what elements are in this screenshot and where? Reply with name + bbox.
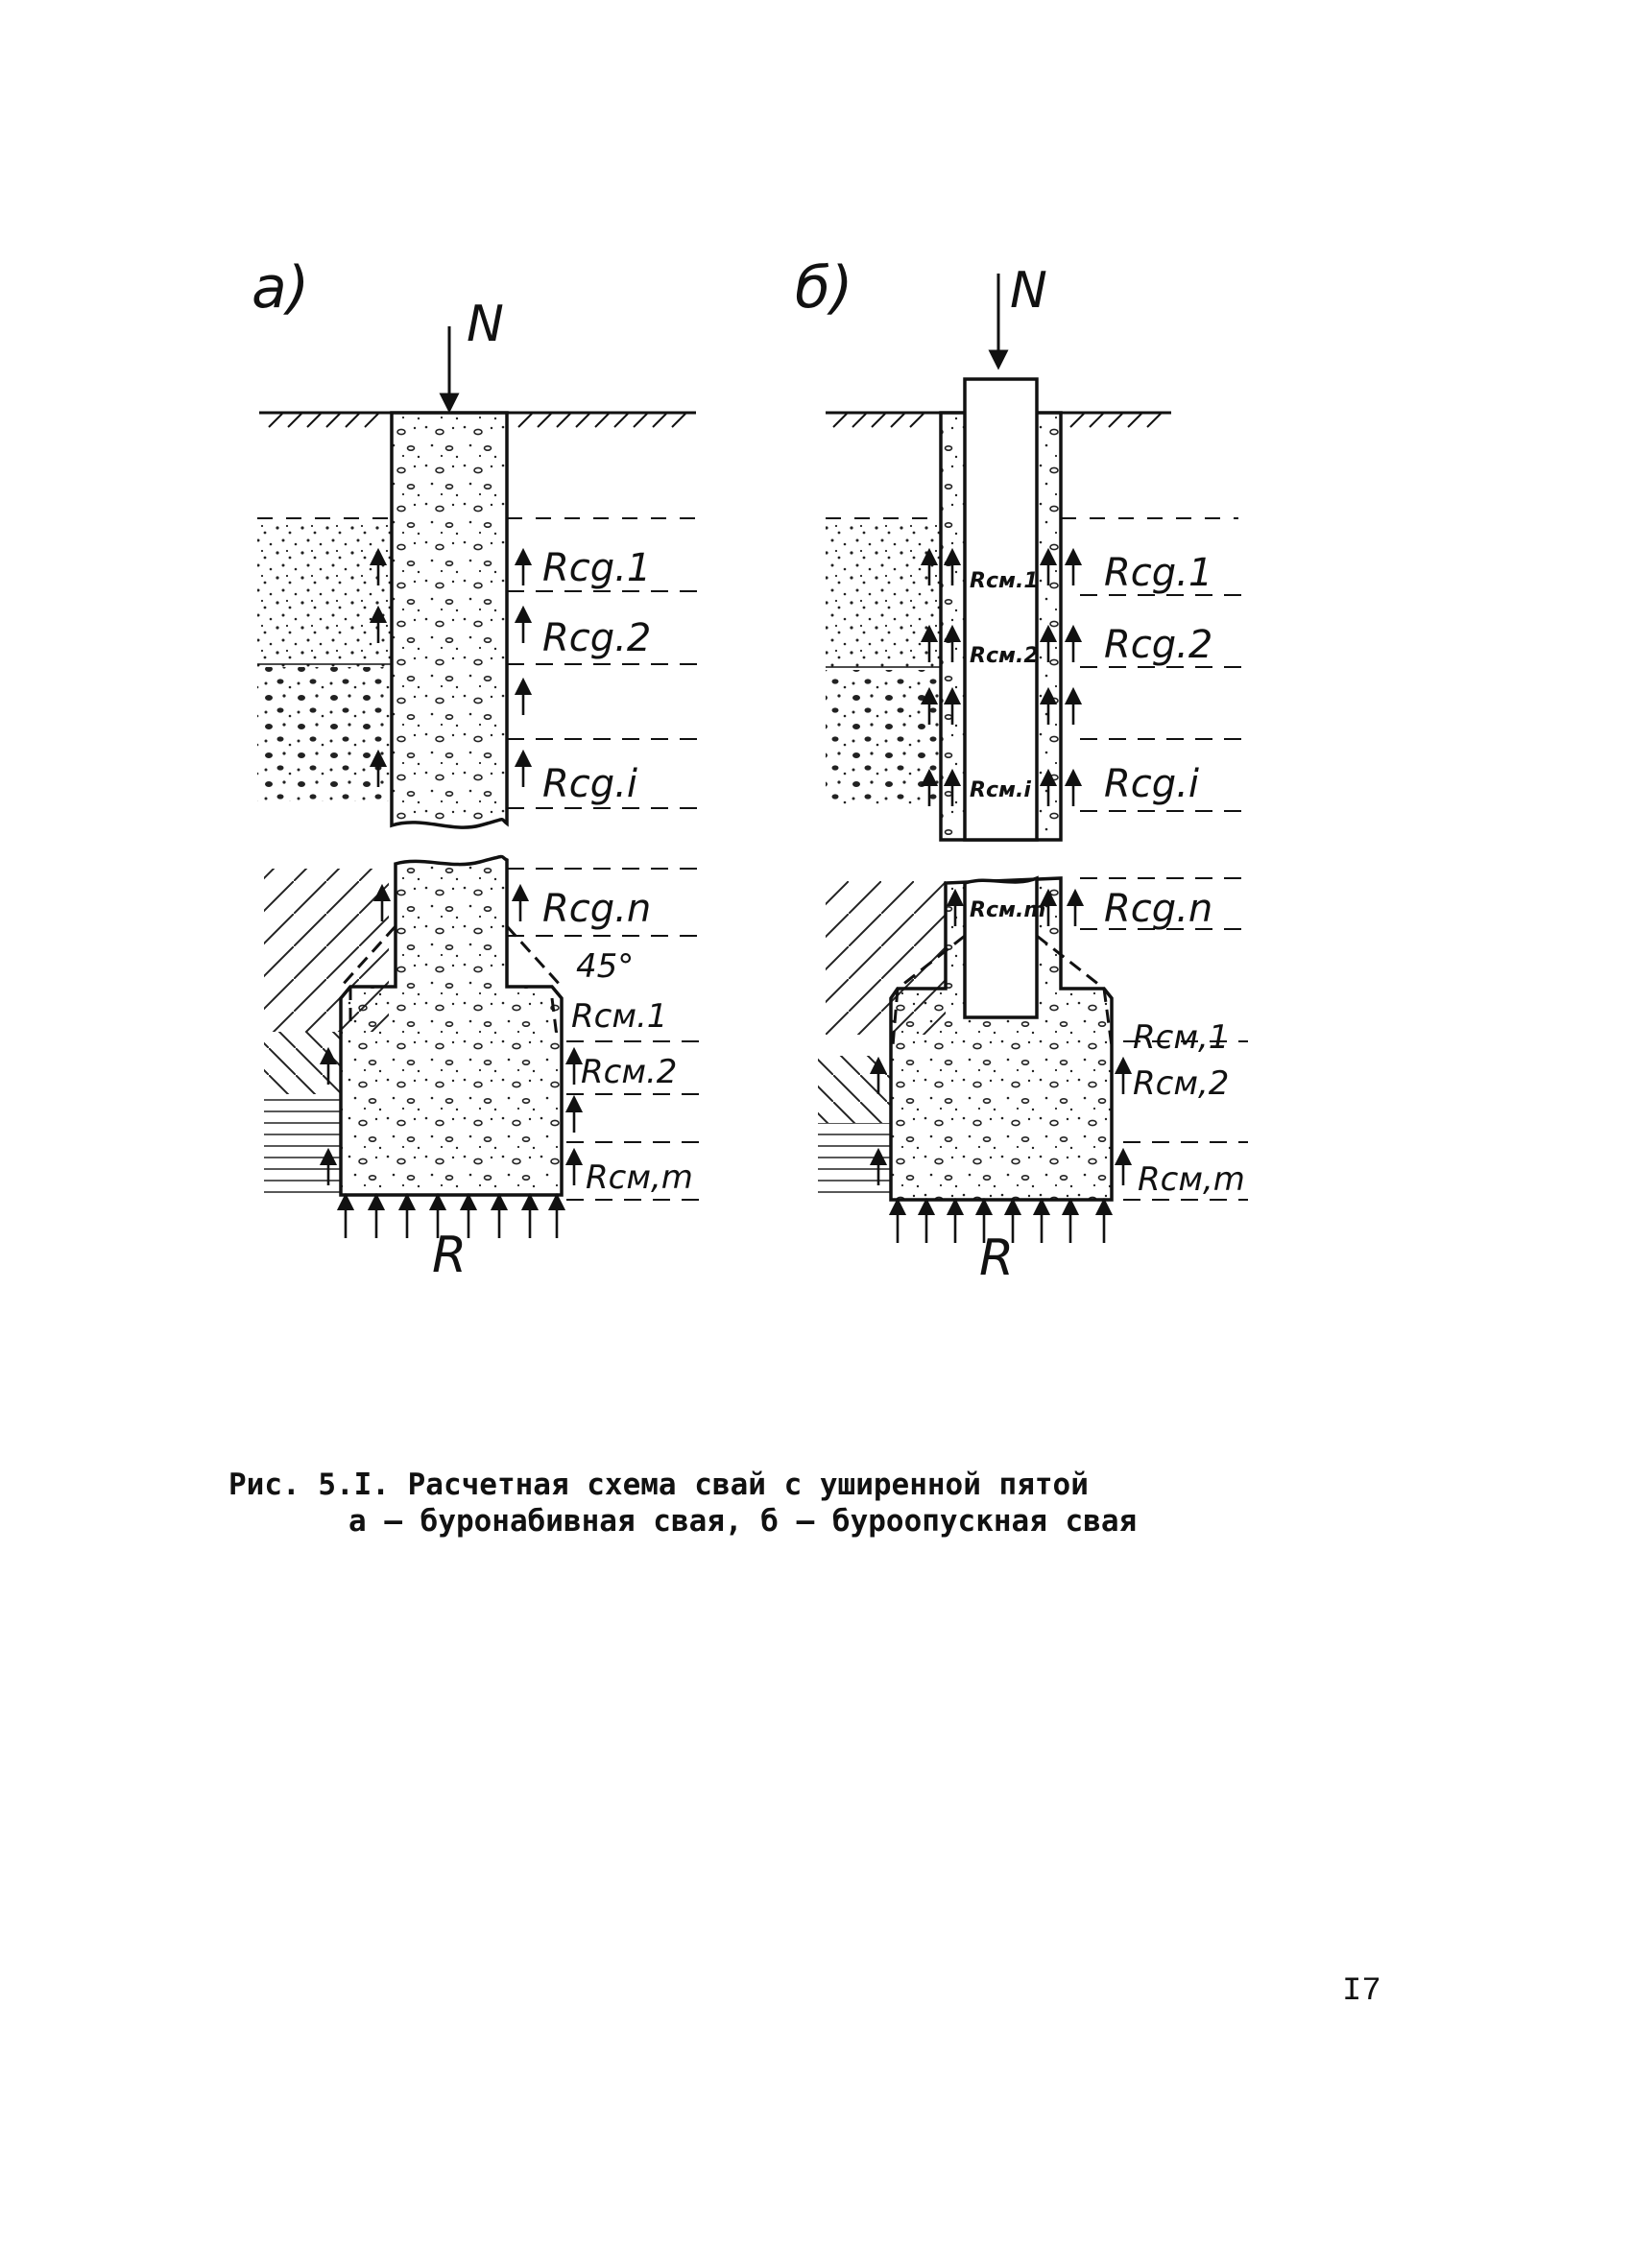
angle-label: 45° <box>576 947 634 986</box>
load-label: N <box>467 296 504 353</box>
loam-layer <box>818 1123 891 1200</box>
panel-b: б) N <box>795 254 1248 1287</box>
precast-pile <box>963 377 1039 842</box>
inner-label-m: Rcм.m <box>970 898 1045 922</box>
base-label-1: Rcм.1 <box>571 997 667 1036</box>
base-label-2: Rcм.2 <box>581 1053 677 1091</box>
base-label-2: Rcм,2 <box>1133 1064 1229 1103</box>
sand-layer <box>257 523 392 667</box>
gravel-layer <box>257 667 392 801</box>
pile-base <box>339 854 564 1197</box>
shaft-label-n: Rcg.n <box>542 887 651 931</box>
shaft-label-2: Rcg.2 <box>1104 623 1212 667</box>
ground-surface <box>826 411 1171 428</box>
precast-pile-tip <box>963 875 1039 1019</box>
base-label-m: Rcм,m <box>1138 1160 1245 1199</box>
load-label: N <box>1010 262 1047 320</box>
panel-a: а) N <box>252 254 699 1284</box>
inner-label-2: Rcм.2 <box>970 644 1039 668</box>
shaft-label-n: Rcg.n <box>1104 887 1212 931</box>
reaction-label: R <box>979 1229 1014 1287</box>
panel-b-label: б) <box>795 254 852 322</box>
reaction-label: R <box>432 1227 467 1284</box>
shaft-label-2: Rcg.2 <box>542 616 651 660</box>
shaft-label-1: Rcg.1 <box>542 546 651 590</box>
pile-shaft-upper <box>390 411 509 829</box>
base-label-1: Rcм,1 <box>1133 1018 1229 1057</box>
panel-a-label: а) <box>252 254 309 322</box>
reaction-arrows <box>888 1197 1114 1243</box>
shaft-label-i: Rcg.i <box>542 762 637 806</box>
shaft-label-1: Rcg.1 <box>1104 551 1212 595</box>
ground-surface <box>259 411 696 428</box>
sand-layer <box>826 523 941 667</box>
inner-label-1: Rcм.1 <box>970 569 1039 593</box>
base-label-m: Rcм,m <box>586 1158 693 1197</box>
caption-line-1: Рис. 5.I. Расчетная схема свай с уширенн… <box>228 1468 1089 1502</box>
shaft-label-i: Rcg.i <box>1104 762 1199 806</box>
page-number: I7 <box>1342 1973 1381 2010</box>
pile-figure: а) N <box>252 254 1248 1287</box>
inner-label-i: Rcм.i <box>970 778 1031 802</box>
caption-line-2: а – буронабивная свая, б – буроопускная … <box>348 1504 1138 1539</box>
gravel-layer <box>826 670 941 804</box>
figure-caption: Рис. 5.I. Расчетная схема свай с уширенн… <box>228 1467 1476 1540</box>
reaction-arrows <box>336 1192 566 1238</box>
